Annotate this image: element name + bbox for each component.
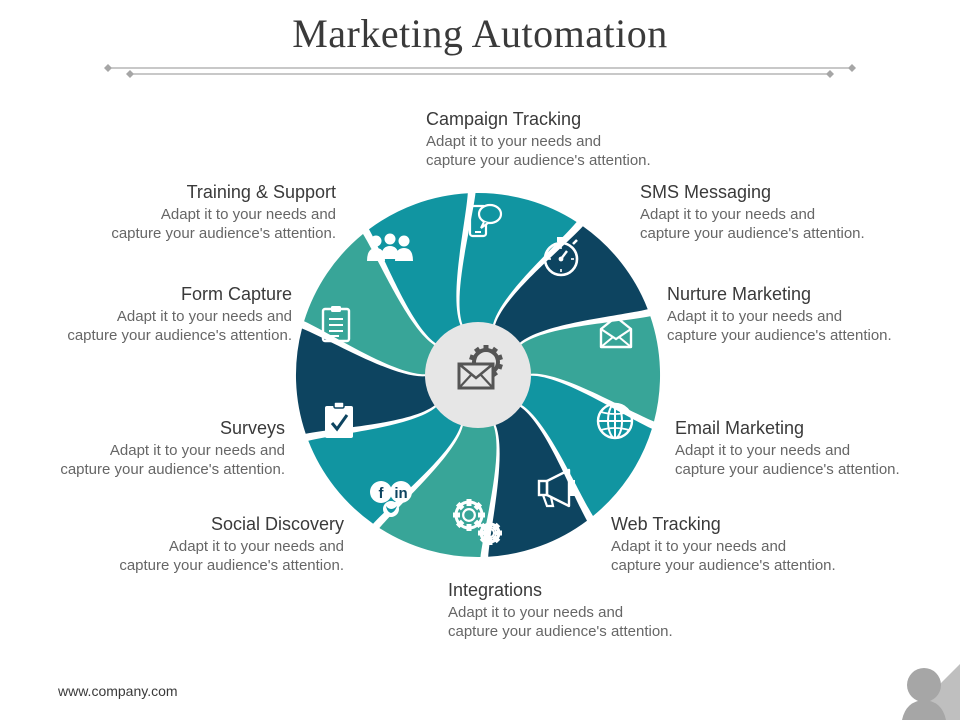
phone-chat-icon	[468, 203, 503, 238]
svg-text:in: in	[394, 485, 407, 502]
segment-title: SMS Messaging	[640, 182, 772, 202]
globe-icon	[596, 402, 634, 440]
segment-title: Surveys	[219, 418, 285, 438]
label-email-marketing: Email Marketing Adapt it to your needs a…	[675, 417, 960, 479]
envelope-gear-icon	[457, 345, 503, 390]
label-sms-messaging: SMS Messaging Adapt it to your needs and…	[640, 181, 940, 243]
wheel-segment	[459, 192, 577, 328]
open-envelope-icon	[599, 315, 633, 349]
checklist-icon	[325, 401, 353, 438]
wheel-segment	[494, 226, 648, 345]
wheel-segment	[369, 193, 468, 345]
clipboard-icon	[321, 306, 351, 343]
megaphone-icon	[537, 468, 575, 508]
label-social-discovery: Social Discovery Adapt it to your needs …	[44, 513, 344, 575]
segment-title: Form Capture	[180, 284, 292, 304]
segment-title: Nurture Marketing	[667, 284, 812, 304]
segment-title: Integrations	[448, 580, 543, 600]
label-training-support: Training & Support Adapt it to your need…	[36, 181, 336, 243]
page-title: Marketing Automation	[292, 11, 668, 56]
svg-text:f: f	[379, 485, 385, 502]
wheel-segment	[379, 422, 497, 558]
segment-title: Social Discovery	[210, 514, 344, 534]
label-nurture-marketing: Nurture Marketing Adapt it to your needs…	[667, 283, 960, 345]
segment-title: Email Marketing	[675, 418, 805, 438]
footer-website: www.company.com	[58, 683, 178, 699]
people-group-icon	[367, 233, 413, 261]
wheel-segment	[519, 375, 652, 516]
gears-icon	[453, 499, 502, 545]
wheel-segment	[304, 234, 437, 375]
label-campaign-tracking: Campaign Tracking Adapt it to your needs…	[426, 108, 726, 170]
title-divider	[104, 64, 856, 78]
stopwatch-icon	[543, 237, 579, 277]
segment-title: Training & Support	[186, 182, 336, 202]
segment-title: Campaign Tracking	[426, 109, 582, 129]
wheel-segment	[488, 405, 587, 557]
segment-title: Web Tracking	[611, 514, 721, 534]
